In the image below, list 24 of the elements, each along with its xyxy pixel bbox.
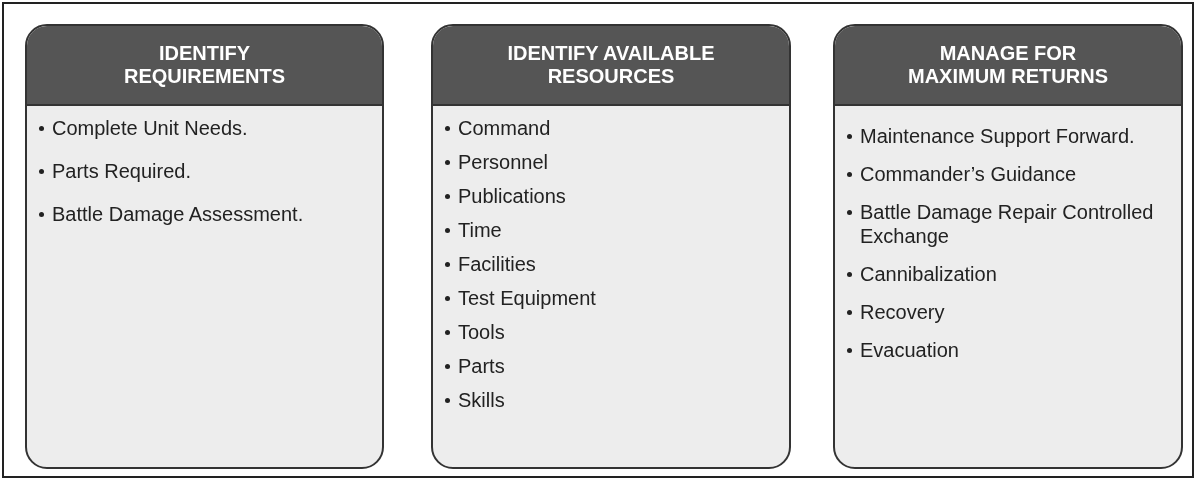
- category-card: [833, 24, 1183, 469]
- category-card: [431, 24, 791, 469]
- list-item: Parts Required.: [52, 159, 191, 183]
- list-item: Maintenance Support Forward.: [860, 124, 1135, 148]
- list-item: Publications: [458, 184, 566, 208]
- list-item: Recovery: [860, 300, 945, 324]
- list-item: Commander’s Guidance: [860, 162, 1077, 186]
- list-item: Battle Damage Assessment.: [52, 202, 304, 226]
- list-item: Battle Damage Repair Controlled Exchange: [860, 200, 1155, 248]
- card-heading: IDENTIFY REQUIREMENTS: [27, 26, 382, 106]
- card-heading: MANAGE FOR MAXIMUM RETURNS: [835, 26, 1181, 106]
- list-item: Cannibalization: [860, 262, 997, 286]
- list-item: Skills: [458, 388, 505, 412]
- list-item: Test Equipment: [458, 286, 596, 310]
- category-card: [25, 24, 384, 469]
- list-item: Evacuation: [860, 338, 959, 362]
- list-item: Facilities: [458, 252, 536, 276]
- list-item: Tools: [458, 320, 505, 344]
- list-item: Command: [458, 116, 551, 140]
- list-item: Time: [458, 218, 502, 242]
- list-item: Personnel: [458, 150, 549, 174]
- list-item: Complete Unit Needs.: [52, 116, 248, 140]
- list-item: Parts: [458, 354, 505, 378]
- card-heading: IDENTIFY AVAILABLE RESOURCES: [433, 26, 789, 106]
